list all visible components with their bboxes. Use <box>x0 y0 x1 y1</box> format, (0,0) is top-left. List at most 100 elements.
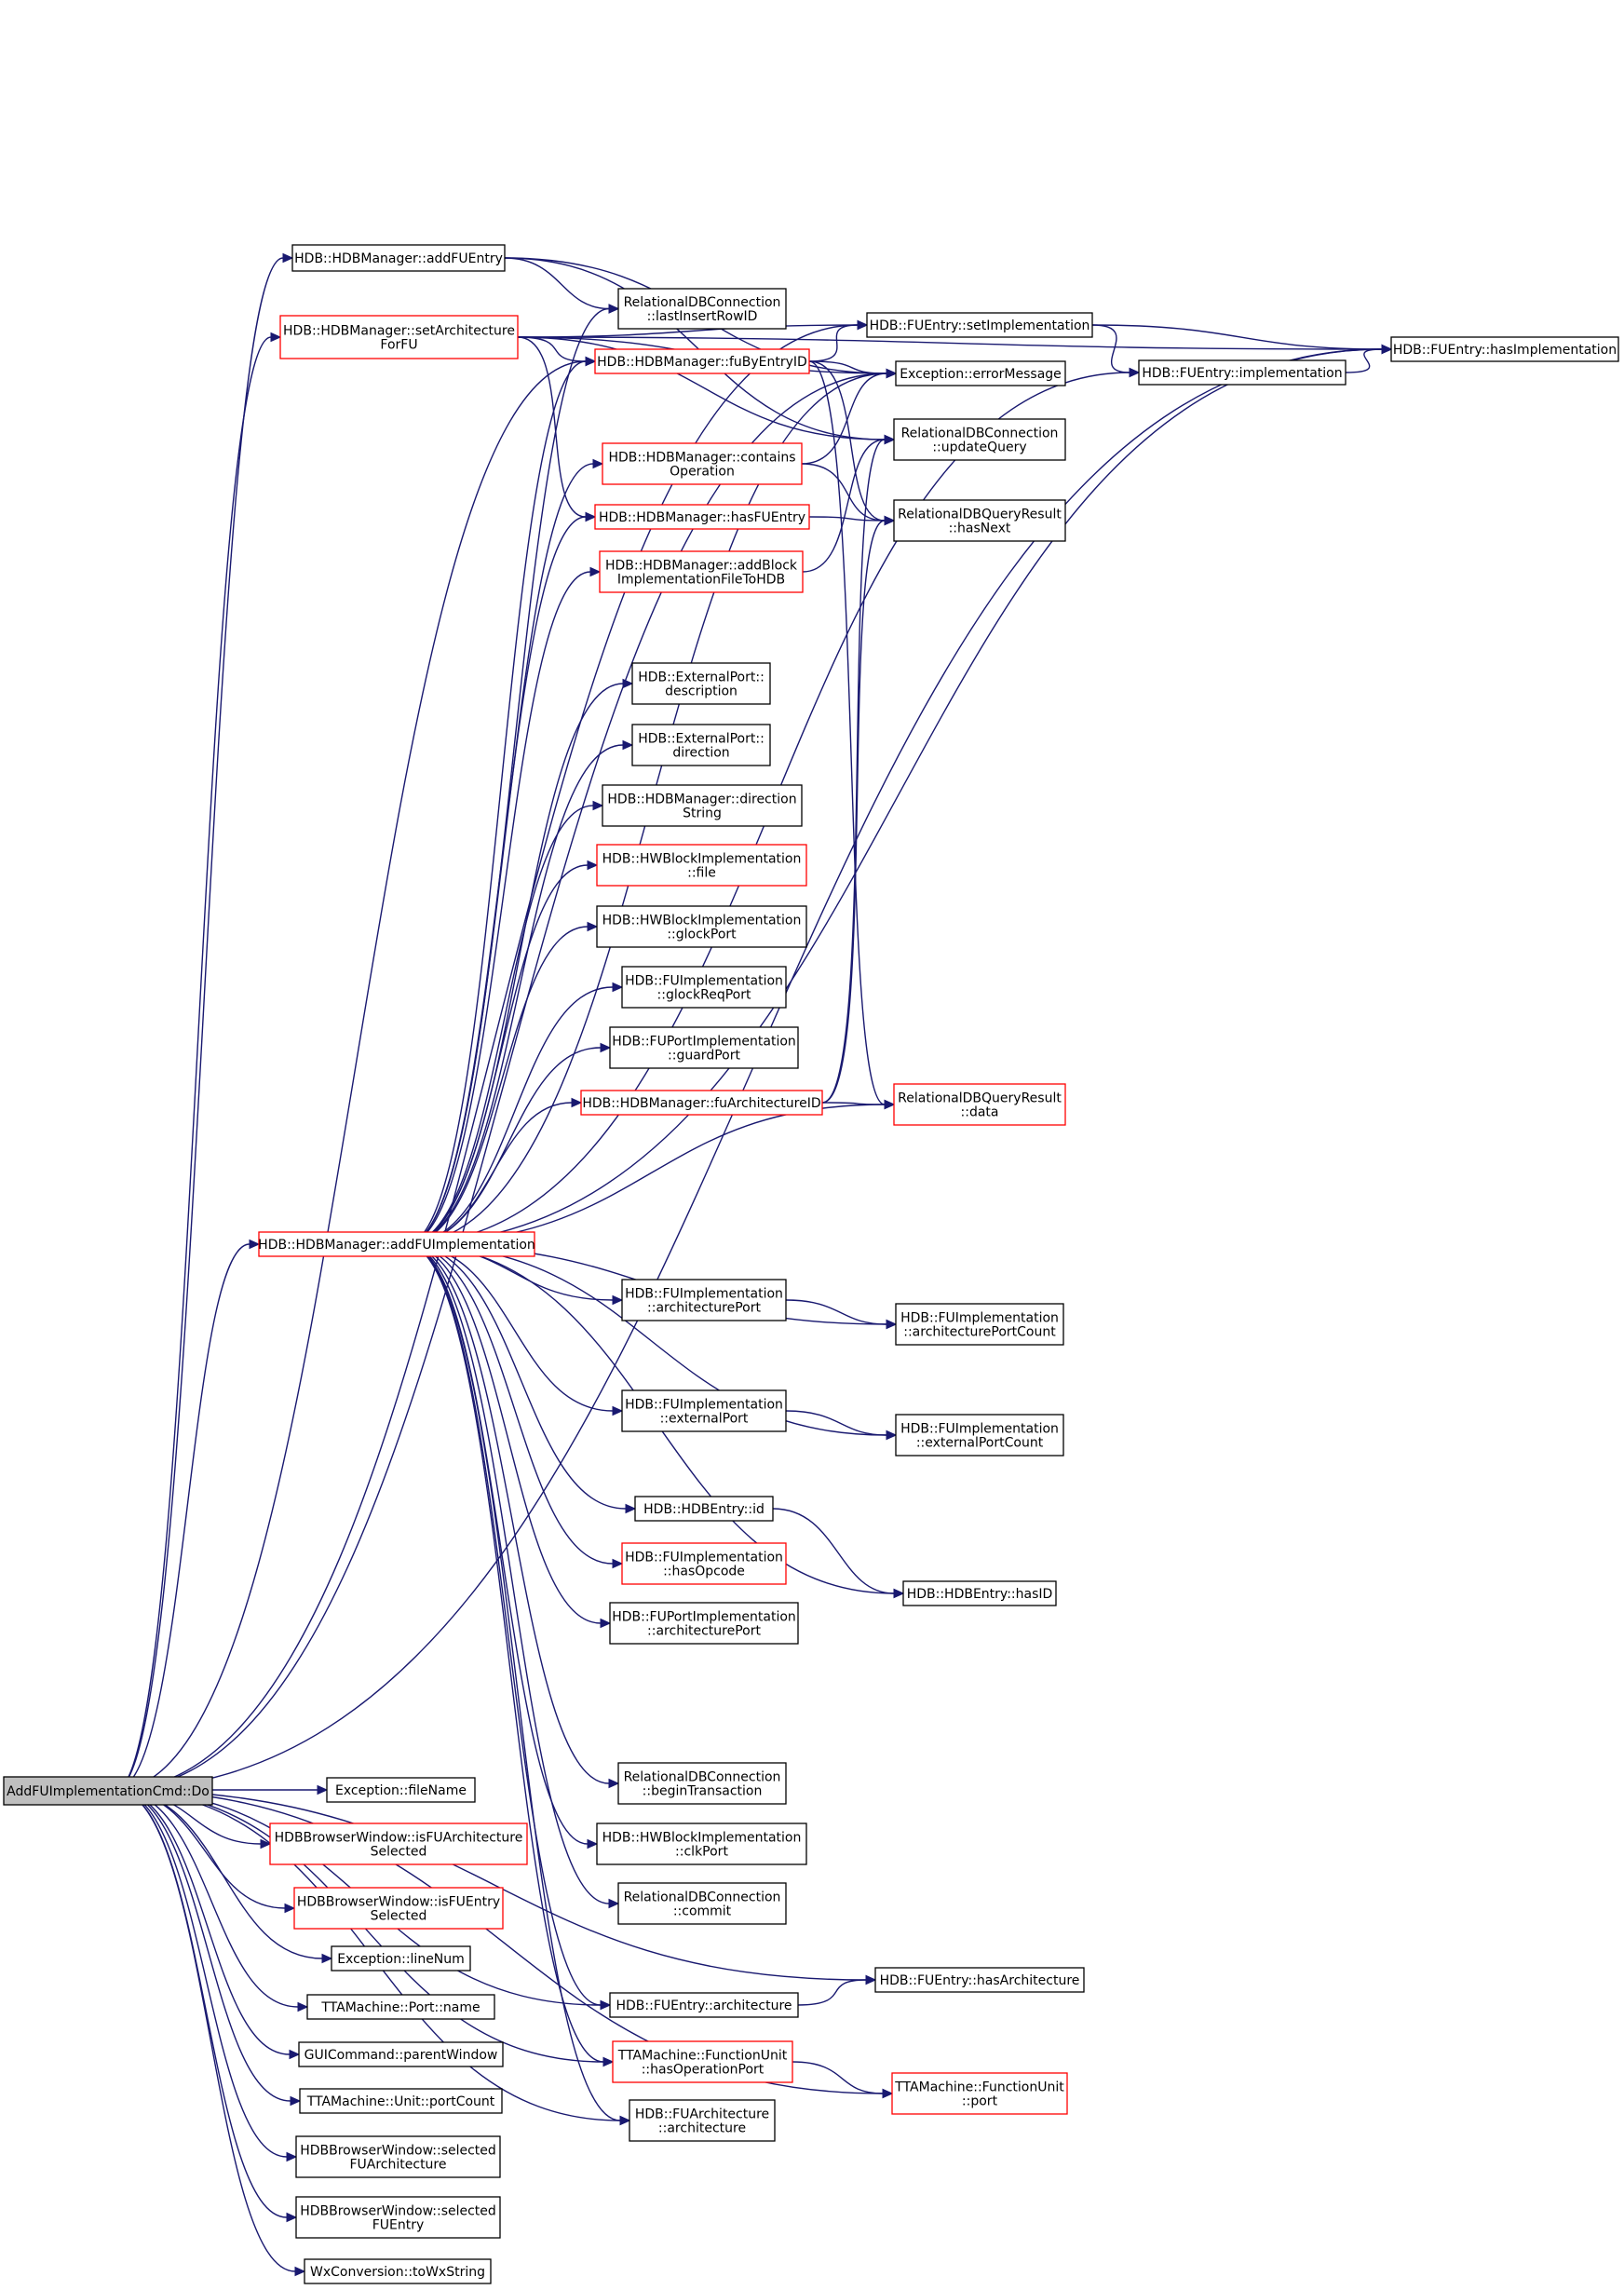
arrowhead-addFUImpl-to-hwFile <box>587 860 599 871</box>
edge-addFUImpl-to-hasOperationPort <box>405 1243 604 2063</box>
node-box <box>602 784 803 827</box>
node-label: ImplementationFileToHDB <box>617 573 785 588</box>
node-hasOperationPort[interactable]: TTAMachine::FunctionUnit::hasOperationPo… <box>612 2040 793 2083</box>
node-hasArchitecture[interactable]: HDB::FUEntry::hasArchitecture <box>874 1967 1085 1993</box>
node-portCount[interactable]: TTAMachine::Unit::portCount <box>299 2088 503 2114</box>
node-qrData[interactable]: RelationalDBQueryResult::data <box>893 1083 1066 1126</box>
arrowhead-addFUImpl-to-errorMessage <box>886 368 898 379</box>
node-addBlockImpl[interactable]: HDB::HDBManager::addBlockImplementationF… <box>599 550 804 593</box>
node-excLineNum[interactable]: Exception::lineNum <box>331 1945 471 1972</box>
node-label: ::hasNext <box>949 522 1011 536</box>
node-box <box>306 1994 495 2020</box>
arrowhead-root-to-setArchForFU <box>270 332 282 343</box>
node-hasOpcode[interactable]: HDB::FUImplementation::hasOpcode <box>621 1542 787 1585</box>
node-fuPort[interactable]: TTAMachine::FunctionUnit::port <box>891 2072 1068 2115</box>
edge-addFUImpl-to-fuByEntryID <box>405 360 587 1245</box>
arrowhead-addFUImpl-to-fuByEntryID <box>585 356 597 367</box>
node-epDirection[interactable]: HDB::ExternalPort::direction <box>631 724 771 766</box>
node-updateQuery[interactable]: RelationalDBConnection::updateQuery <box>893 418 1066 461</box>
edge-hasFUEntry-to-hasNext <box>808 516 886 522</box>
node-setImplementation[interactable]: HDB::FUEntry::setImplementation <box>866 312 1093 338</box>
nodes-layer: AddFUImplementationCmd::Do HDB::HDBManage… <box>3 244 1619 2284</box>
node-fuArchitectureID[interactable]: HDB::HDBManager::fuArchitectureID <box>580 1090 823 1116</box>
node-guardPort[interactable]: HDB::FUPortImplementation::guardPort <box>609 1026 799 1069</box>
node-label: ForFU <box>380 338 417 353</box>
node-parentWindow[interactable]: GUICommand::parentWindow <box>298 2041 504 2067</box>
node-beginTransaction[interactable]: RelationalDBConnection::beginTransaction <box>617 1762 787 1805</box>
edge-addFUImpl-to-hasImplementation <box>405 348 1383 1245</box>
node-box <box>293 1887 504 1930</box>
node-hasID[interactable]: HDB::HDBEntry::hasID <box>902 1580 1057 1606</box>
node-fuiExtPort[interactable]: HDB::FUImplementation::externalPort <box>621 1389 787 1432</box>
arrowhead-addFUImpl-to-glockReqPort <box>612 982 624 993</box>
node-label: ::commit <box>673 1904 732 1919</box>
node-hasNext[interactable]: RelationalDBQueryResult::hasNext <box>893 499 1066 542</box>
node-commit[interactable]: RelationalDBConnection::commit <box>617 1882 787 1925</box>
edge-fuiArchPort-to-archPortCount <box>785 1299 887 1325</box>
node-label: ::lastInsertRowID <box>647 309 758 324</box>
node-fuEntryArch[interactable]: HDB::FUEntry::architecture <box>609 1992 799 2018</box>
edge-root-to-selFUArch <box>115 1789 288 2158</box>
arrowhead-addFUImpl-to-fuiExtPort <box>612 1405 624 1416</box>
node-addFUEntry[interactable]: HDB::HDBManager::addFUEntry <box>291 244 506 272</box>
node-lastInsertRowID[interactable]: RelationalDBConnection::lastInsertRowID <box>617 288 787 330</box>
node-hasFUEntry[interactable]: HDB::HDBManager::hasFUEntry <box>594 504 810 530</box>
node-box <box>621 1542 787 1585</box>
node-label: WxConversion::toWxString <box>310 2265 485 2280</box>
edge-root-to-portCount <box>115 1789 291 2102</box>
arrowhead-root-to-isFUEntrySel <box>284 1903 296 1914</box>
node-glockReqPort[interactable]: HDB::FUImplementation::glockReqPort <box>621 966 787 1009</box>
node-label: ::glockPort <box>667 928 737 942</box>
node-extPortCount[interactable]: HDB::FUImplementation::externalPortCount <box>895 1414 1064 1457</box>
node-label: HDB::HDBManager::hasFUEntry <box>599 510 805 525</box>
node-fuByEntryID[interactable]: HDB::HDBManager::fuByEntryID <box>594 348 810 374</box>
node-label: HDB::HDBEntry::id <box>643 1502 765 1517</box>
node-label: Selected <box>371 1845 427 1860</box>
node-hasImplementation[interactable]: HDB::FUEntry::hasImplementation <box>1390 336 1619 362</box>
node-box <box>299 2088 503 2114</box>
arrowhead-fuArchitectureID-to-updateQuery <box>884 434 896 445</box>
node-fuiArchPort[interactable]: HDB::FUImplementation::architecturePort <box>621 1279 787 1321</box>
arrowhead-root-to-portName <box>297 2001 309 2012</box>
node-portName[interactable]: TTAMachine::Port::name <box>306 1994 495 2020</box>
node-label: HDB::HDBManager::direction <box>607 793 796 807</box>
arrowhead-addFUImpl-to-commit <box>608 1898 620 1909</box>
node-label: ::architecturePort <box>647 1301 761 1316</box>
node-clkPort[interactable]: HDB::HWBlockImplementation::clkPort <box>596 1823 807 1865</box>
arrowhead-addFUImpl-to-hasImplementation <box>1381 344 1393 355</box>
node-hwFile[interactable]: HDB::HWBlockImplementation::file <box>596 844 807 887</box>
node-entryId[interactable]: HDB::HDBEntry::id <box>634 1496 774 1522</box>
arrowhead-root-to-selFUEntry <box>286 2212 298 2223</box>
node-errorMessage[interactable]: Exception::errorMessage <box>895 360 1066 386</box>
node-box <box>891 2072 1068 2115</box>
node-epDescription[interactable]: HDB::ExternalPort::description <box>631 662 771 705</box>
node-box <box>895 360 1066 386</box>
node-fuArchArch[interactable]: HDB::FUArchitecture::architecture <box>629 2099 776 2142</box>
node-glockPort[interactable]: HDB::HWBlockImplementation::glockPort <box>596 905 807 948</box>
node-addFUImpl[interactable]: HDB::HDBManager::addFUImplementation <box>258 1231 535 1257</box>
node-box <box>893 1083 1066 1126</box>
arrowhead-addFUImpl-to-extPortCount <box>886 1430 898 1441</box>
node-fupiArchPort[interactable]: HDB::FUPortImplementation::architectureP… <box>609 1602 799 1645</box>
node-toWxString[interactable]: WxConversion::toWxString <box>304 2258 492 2284</box>
node-excFileName[interactable]: Exception::fileName <box>326 1777 476 1803</box>
arrowhead-root-to-excLineNum <box>321 1953 333 1964</box>
node-label: HDB::FUEntry::implementation <box>1142 366 1342 381</box>
node-label: Exception::errorMessage <box>900 367 1062 382</box>
edge-fuiExtPort-to-extPortCount <box>785 1410 887 1436</box>
node-root[interactable]: AddFUImplementationCmd::Do <box>3 1776 213 1806</box>
node-archPortCount[interactable]: HDB::FUImplementation::architecturePortC… <box>895 1303 1064 1346</box>
node-fuEntryImpl[interactable]: HDB::FUEntry::implementation <box>1138 359 1347 386</box>
edge-addFUImpl-to-containsOperation <box>405 463 594 1245</box>
node-label: FUEntry <box>372 2218 425 2233</box>
node-label: AddFUImplementationCmd::Do <box>7 1784 210 1799</box>
node-label: TTAMachine::FunctionUnit <box>617 2049 788 2064</box>
node-isFUArchSel[interactable]: HDBBrowserWindow::isFUArchitectureSelect… <box>269 1823 528 1865</box>
edge-addFUImpl-to-fupiArchPort <box>405 1243 602 1624</box>
